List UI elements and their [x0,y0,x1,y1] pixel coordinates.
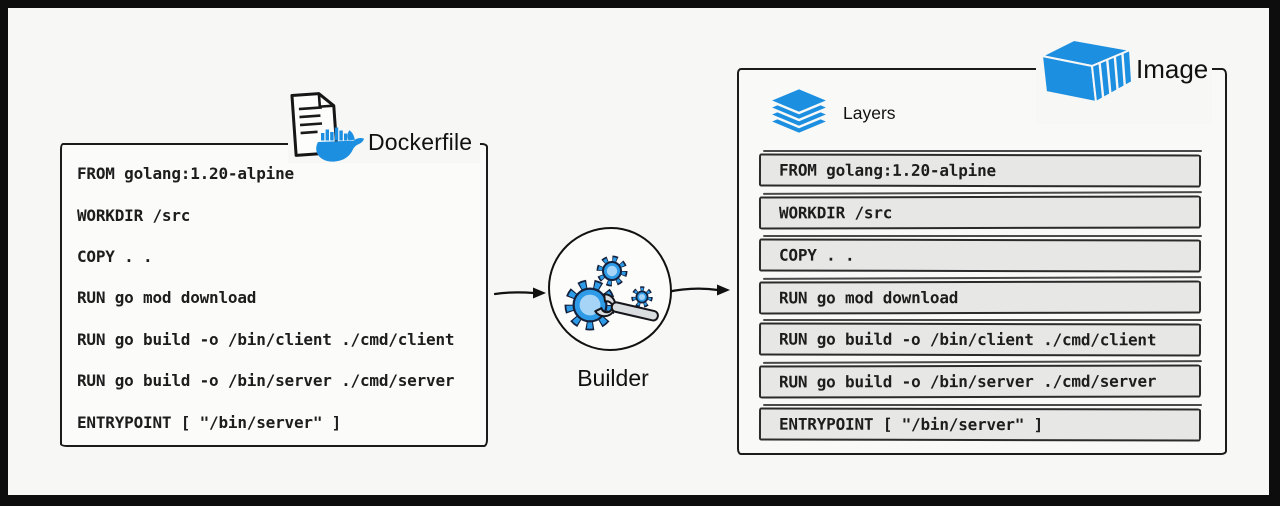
builder-label: Builder [577,365,649,391]
layers-label: Layers [843,102,896,123]
dockerfile-line: WORKDIR /src [77,205,191,225]
image-label: Image [1136,54,1209,84]
image-box: Layers FROM golang:1.20-alpine WORKDIR /… [737,68,1227,455]
image-layer-row: RUN go build -o /bin/client ./cmd/client [758,322,1202,357]
image-layer-row: RUN go build -o /bin/server ./cmd/server [758,365,1202,399]
layers-group: Layers [767,87,896,135]
builder-circle [548,227,672,351]
docker-whale-icon [316,127,364,162]
gears-wrench-icon [564,255,659,331]
dockerfile-line: ENTRYPOINT [ "/bin/server" ] [77,412,342,432]
dockerfile-code: FROM golang:1.20-alpine WORKDIR /src COP… [77,153,480,443]
dockerfile-line: RUN go build -o /bin/server ./cmd/server [77,371,455,391]
dockerfile-label-group: Dockerfile [288,88,480,163]
image-layer-rows: FROM golang:1.20-alpine WORKDIR /src COP… [758,153,1202,450]
dockerfile-line: RUN go mod download [77,288,257,308]
image-layer-row: RUN go mod download [758,280,1202,315]
image-layer-row: WORKDIR /src [758,195,1202,230]
dockerfile-line: COPY . . [77,246,153,266]
dockerfile-label: Dockerfile [368,129,473,155]
image-layer-row: COPY . . [758,238,1202,273]
image-layer-row: ENTRYPOINT [ "/bin/server" ] [758,407,1202,442]
layers-stack-icon [767,87,831,135]
container-icon [1041,39,1133,103]
image-label-group: Image [1036,34,1212,124]
dockerfile-box: FROM golang:1.20-alpine WORKDIR /src COP… [60,143,488,447]
image-layer-row: FROM golang:1.20-alpine [758,153,1202,188]
dockerfile-line: FROM golang:1.20-alpine [77,164,294,184]
dockerfile-line: RUN go build -o /bin/client ./cmd/client [77,329,455,349]
arrow-right-icon [494,287,546,299]
